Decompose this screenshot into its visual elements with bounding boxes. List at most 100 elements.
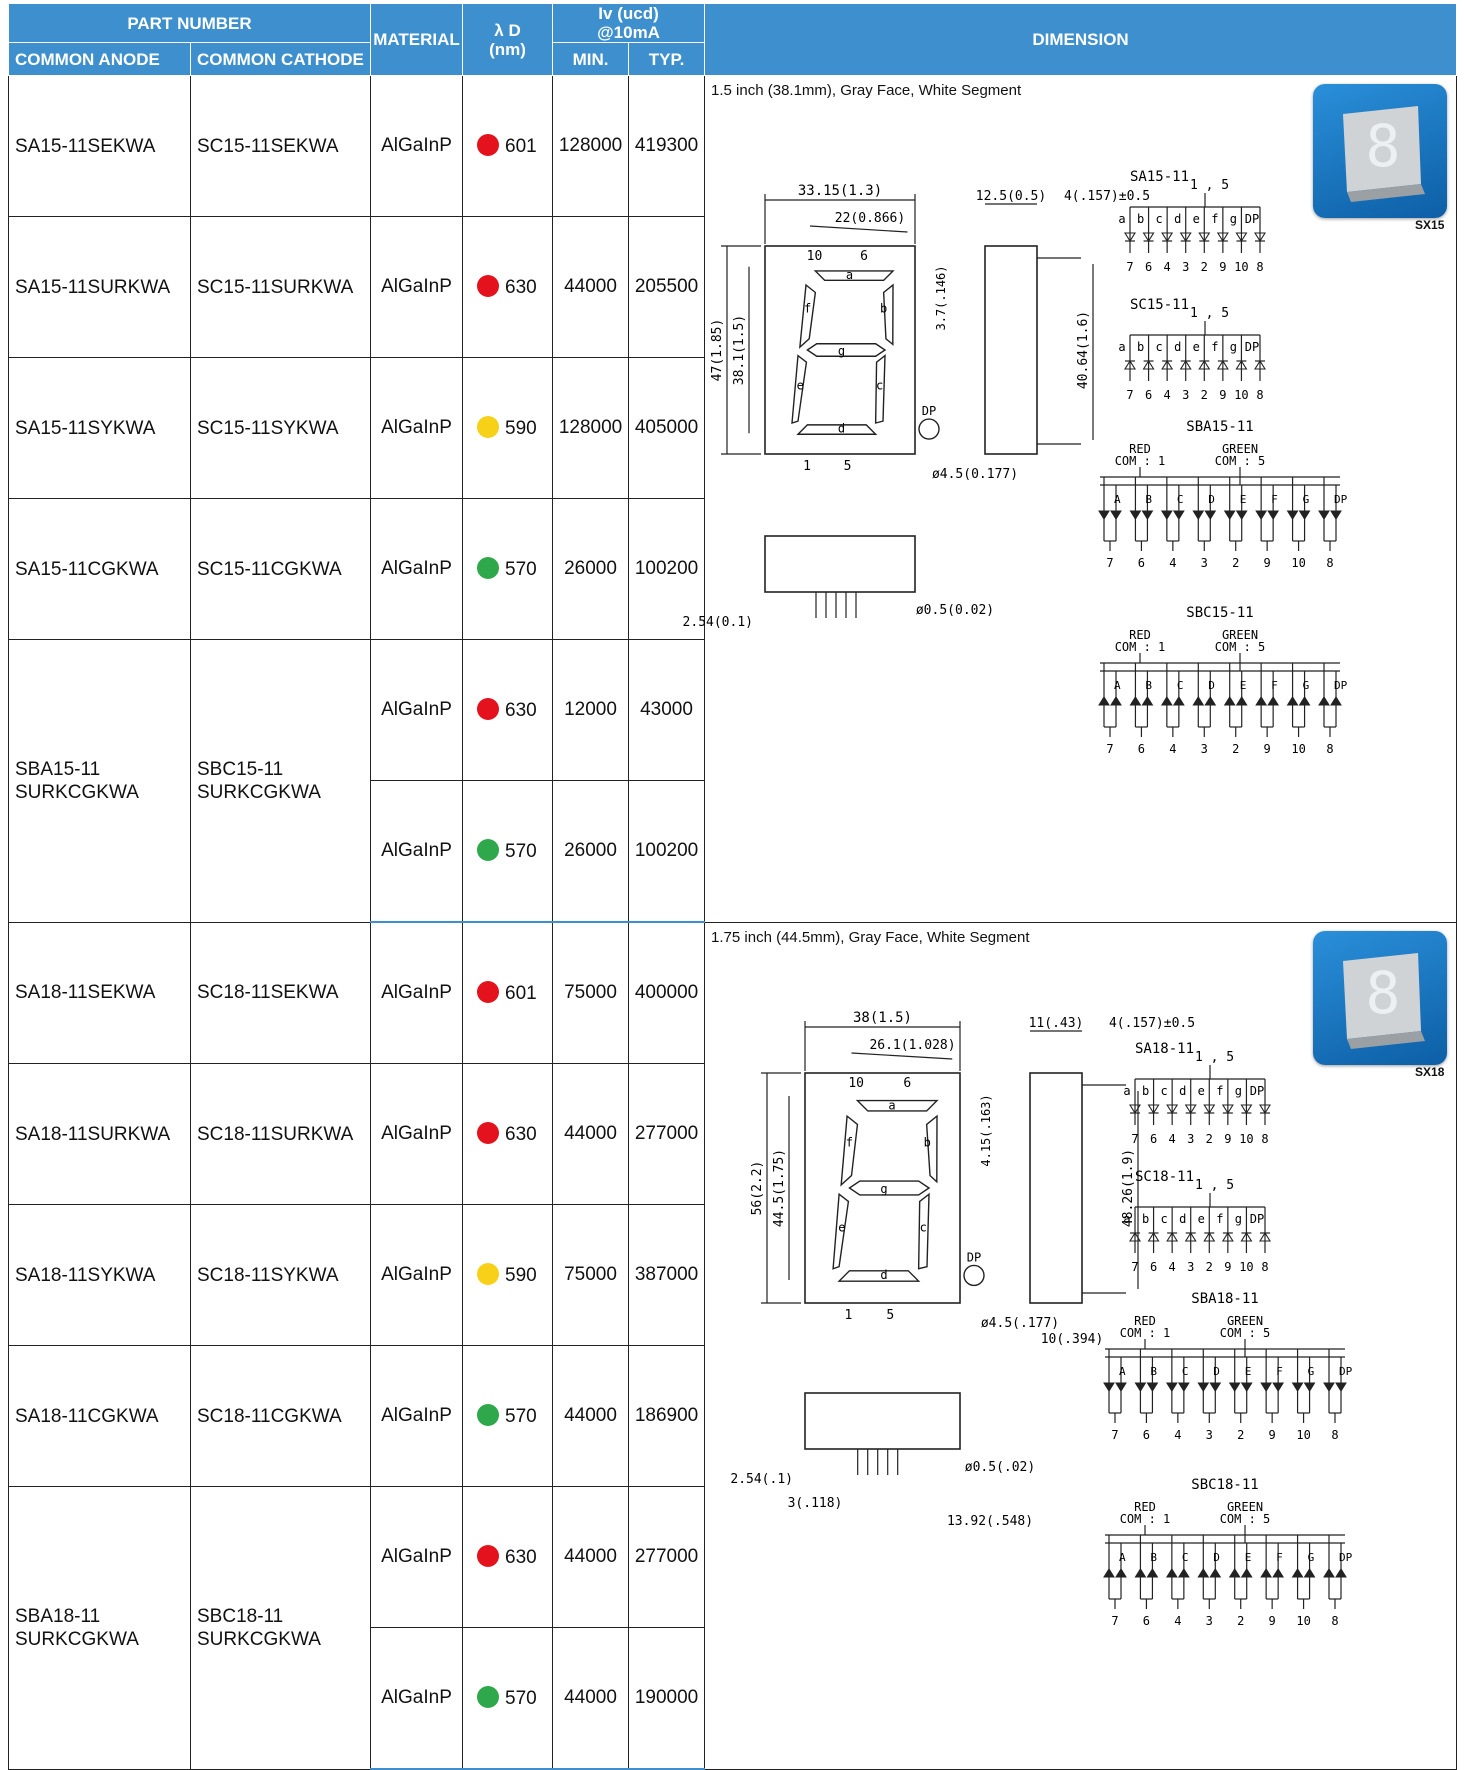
schematic-pin-number: 2 xyxy=(1206,1132,1213,1146)
digit-height-label: 38.1(1.5) xyxy=(732,315,747,385)
schematic-pin-number: 4 xyxy=(1174,1614,1181,1628)
diode-icon xyxy=(1254,359,1267,370)
part-number-anode: SA18-11SYKWA xyxy=(8,1204,191,1346)
side-view xyxy=(984,245,1038,455)
schematic-segment-label: DP xyxy=(1334,679,1348,692)
diagonal-line xyxy=(851,1051,953,1060)
schematic-segment-label: DP xyxy=(1339,1365,1353,1378)
intensity-min: 128000 xyxy=(552,75,630,217)
diode-icon xyxy=(1146,1382,1159,1392)
schematic-common-pins: 1 , 5 xyxy=(1190,306,1229,321)
schematic-pin-number: 6 xyxy=(1143,1614,1150,1628)
schematic-green-label: GREEN xyxy=(1227,1314,1263,1328)
schematic-pin-number: 9 xyxy=(1269,1614,1276,1628)
intensity-typ: 419300 xyxy=(628,75,706,217)
schematic-red-com: COM : 1 xyxy=(1120,1326,1171,1340)
schematic-segment-label: a xyxy=(1123,1212,1130,1226)
header-wavelength-l2: (nm) xyxy=(489,39,526,59)
material-cell: AlGaInP xyxy=(370,1627,464,1770)
schematic-segment-label: C xyxy=(1182,1551,1189,1564)
intensity-min: 75000 xyxy=(552,921,630,1064)
schematic-segment-label: e xyxy=(1198,1084,1205,1098)
header-intensity-l1: Iv (ucd) xyxy=(598,4,659,23)
schematic-segment-label: G xyxy=(1303,679,1310,692)
schematic-green-com: COM : 5 xyxy=(1215,454,1266,468)
diode-icon xyxy=(1184,1231,1197,1242)
schematic-pin-number: 3 xyxy=(1201,742,1208,756)
diode-icon xyxy=(1209,1567,1222,1577)
dimension-cell: 1.75 inch (44.5mm), Gray Face, White Seg… xyxy=(704,921,1458,1770)
decimal-point xyxy=(963,1264,985,1286)
schematic-pin-number: 3 xyxy=(1182,388,1189,402)
schematic-pin-number: 4 xyxy=(1169,1260,1176,1274)
led-color-dot xyxy=(477,416,500,438)
led-color-dot xyxy=(477,1545,500,1567)
schematic-segment-label: F xyxy=(1276,1365,1283,1378)
diode-icon xyxy=(1103,1567,1115,1577)
schematic-segment-label: A xyxy=(1114,679,1121,692)
schematic-common-pins: 1 , 5 xyxy=(1190,178,1229,193)
diode-icon xyxy=(1166,1103,1179,1114)
part-number-line: SBA18-11 xyxy=(15,1605,101,1627)
diode-icon xyxy=(1098,510,1110,520)
diode-icon xyxy=(1216,232,1229,243)
diode-icon xyxy=(1255,510,1268,520)
header-material: MATERIAL xyxy=(370,3,464,76)
schematic-pin-number: 10 xyxy=(1234,388,1248,402)
wavelength-cell: 570 xyxy=(462,780,554,923)
diode-icon xyxy=(1098,696,1110,706)
diode-icon xyxy=(1172,510,1185,520)
schematic-segment-label: DP xyxy=(1250,1084,1264,1098)
part-number-line: SURKCGKWA xyxy=(15,781,139,803)
diode-icon xyxy=(1142,232,1155,243)
intensity-min: 44000 xyxy=(552,1345,630,1487)
schematic-title: SA18-11 xyxy=(1135,1041,1194,1057)
diode-icon xyxy=(1160,510,1173,520)
part-number-line: SURKCGKWA xyxy=(197,781,321,803)
intensity-typ: 100200 xyxy=(628,780,706,923)
segment-label: c xyxy=(876,379,883,393)
diode-icon xyxy=(1124,232,1137,243)
schematic-segment-label: c xyxy=(1156,340,1163,354)
schematic-segment-label: D xyxy=(1208,493,1215,506)
schematic-segment-label: g xyxy=(1230,212,1237,226)
pin-bottom-right: 5 xyxy=(886,1308,894,1323)
schematic-pin-number: 6 xyxy=(1145,388,1152,402)
diode-icon xyxy=(1134,1382,1147,1392)
diode-icon xyxy=(1165,1567,1178,1577)
schematic-segment-label: DP xyxy=(1339,1551,1353,1564)
schematic-pin-number: 3 xyxy=(1187,1132,1194,1146)
schematic-green-label: GREEN xyxy=(1227,1500,1263,1514)
wavelength-cell: 630 xyxy=(462,639,554,781)
led-color-dot xyxy=(477,134,500,156)
diode-icon xyxy=(1298,696,1311,706)
diode-icon xyxy=(1228,1567,1241,1577)
diode-icon xyxy=(1209,1382,1222,1392)
schematic-segment-label: G xyxy=(1303,493,1310,506)
diode-icon xyxy=(1129,510,1142,520)
schematic-pin-number: 6 xyxy=(1138,556,1145,570)
side-width-label: 11(.43) xyxy=(1029,1016,1084,1031)
diode-icon xyxy=(1235,232,1248,243)
material-cell: AlGaInP xyxy=(370,498,464,640)
diode-icon xyxy=(1110,696,1122,706)
wavelength-cell: 601 xyxy=(462,75,554,217)
digit-height-label: 44.5(1.75) xyxy=(772,1148,787,1226)
wavelength-value: 570 xyxy=(505,841,537,862)
schematic-title: SA15-11 xyxy=(1130,169,1189,185)
schematic-pin-number: 6 xyxy=(1138,742,1145,756)
segment-label: g xyxy=(880,1182,887,1196)
diagonal-line xyxy=(809,225,908,233)
segment-label: f xyxy=(804,302,811,316)
diode-icon xyxy=(1198,359,1211,370)
segment-label: e xyxy=(838,1220,845,1234)
schematic-pin-number: 10 xyxy=(1291,556,1305,570)
schematic-pin-number: 8 xyxy=(1326,742,1333,756)
schematic-segment-label: a xyxy=(1118,212,1125,226)
schematic-segment-label: F xyxy=(1276,1551,1283,1564)
schematic-green-label: GREEN xyxy=(1222,628,1258,642)
schematic-segment-label: DP xyxy=(1250,1212,1264,1226)
schematic-segment-label: d xyxy=(1179,1084,1186,1098)
